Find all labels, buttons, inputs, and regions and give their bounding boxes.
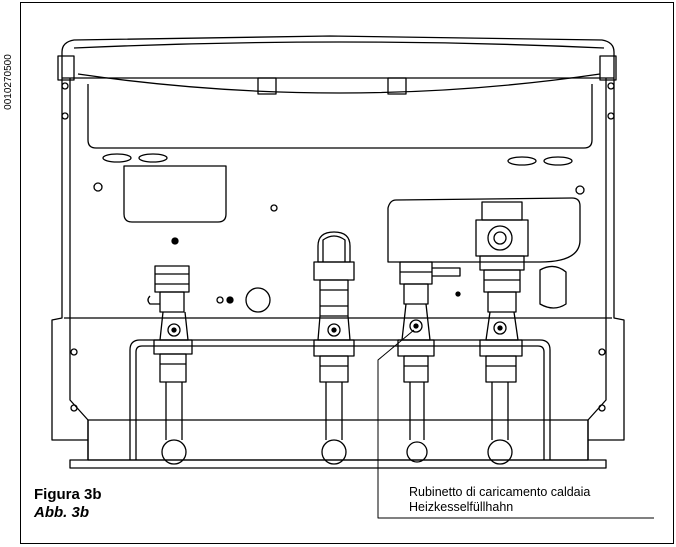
filling-tap-label: Rubinetto di caricamento caldaia Heizkes… xyxy=(409,485,590,515)
slot-right xyxy=(539,265,567,309)
vent-slot-2 xyxy=(138,153,168,163)
cutout-left xyxy=(123,165,227,223)
top-tab-right xyxy=(387,77,407,95)
vent-slot-1 xyxy=(102,153,132,163)
valve-1 xyxy=(147,265,193,465)
inner-panel xyxy=(87,84,593,149)
filling-tap-valve xyxy=(397,261,461,463)
top-tab-left xyxy=(257,77,277,95)
caption-italian: Figura 3b xyxy=(34,486,102,503)
callout-label-italian: Rubinetto di caricamento caldaia xyxy=(409,485,591,499)
cover-curve xyxy=(77,73,601,94)
boiler-top-cover xyxy=(61,35,615,78)
right-side-frame xyxy=(606,78,625,441)
vent-slot-4 xyxy=(543,156,573,166)
boiler-top-lip xyxy=(73,41,605,49)
top-hinge-right xyxy=(599,55,617,81)
figure-caption: Figura 3b Abb. 3b xyxy=(34,486,102,522)
left-side-frame xyxy=(51,78,70,441)
vent-slot-3 xyxy=(507,156,537,166)
lower-chassis xyxy=(64,317,612,460)
valve-2 xyxy=(313,231,355,465)
callout-label-german: Heizkesselfüllhahn xyxy=(409,500,514,514)
caption-german: Abb. 3b xyxy=(34,504,89,521)
figure-frame xyxy=(20,2,674,544)
callout-leader xyxy=(377,329,654,519)
top-hinge-left xyxy=(57,55,75,81)
valve-4 xyxy=(475,201,529,465)
cutout-right xyxy=(387,197,581,263)
center-hole xyxy=(245,287,271,313)
